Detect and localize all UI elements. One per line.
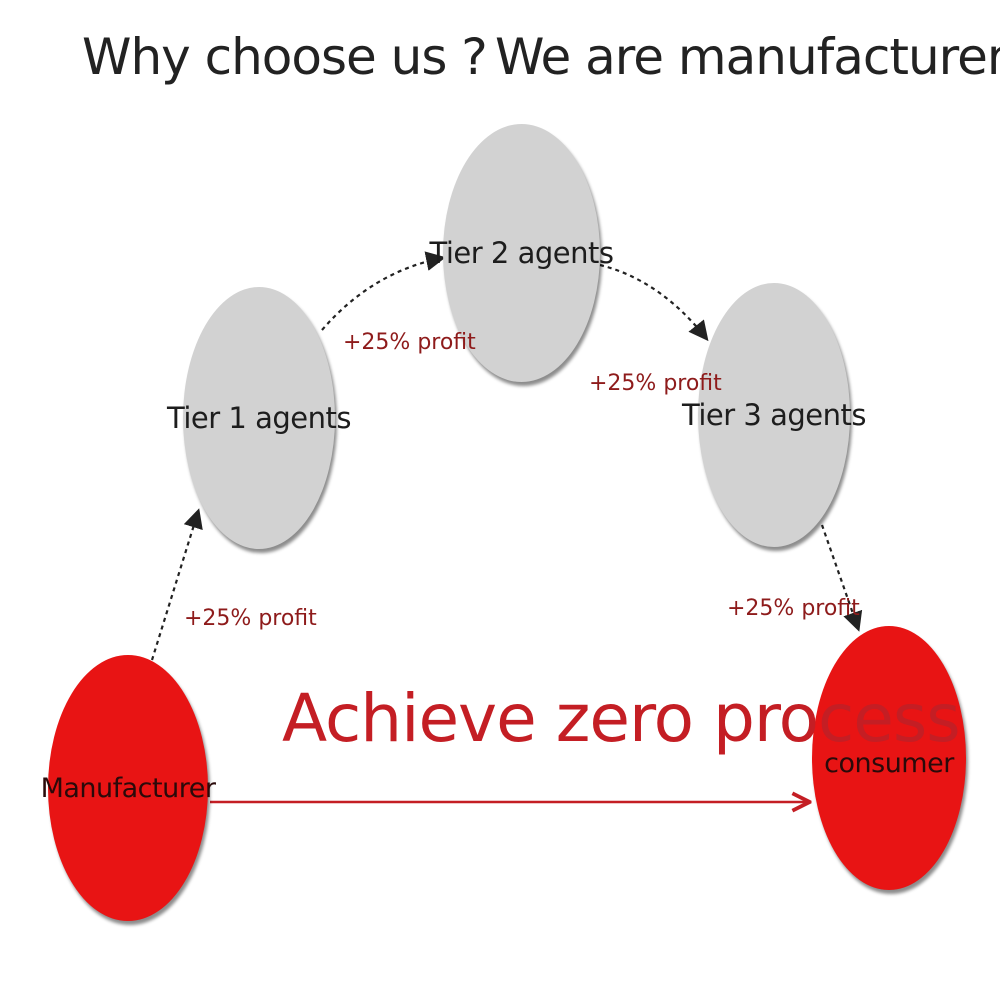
arrow-tier3-to-consumer [820,524,863,632]
node-tier2-label: Tier 2 agents [429,236,614,270]
node-manufacturer: Manufacturer [41,655,216,921]
node-tier1-label: Tier 1 agents [167,401,351,435]
arrow-tier2-to-tier3 [599,263,709,342]
direct-route-label: Achieve zero process [282,680,961,757]
node-consumer-label: consumer [824,748,954,779]
headline-why-choose-us: Why choose us ? [82,28,488,86]
profit-label-tier1-tier2: +25% profit [343,330,476,355]
headline-we-are-manufacturers: We are manufacturers [495,28,1000,86]
node-consumer: consumer [812,626,966,890]
node-tier2-agents: Tier 2 agents [430,124,614,382]
node-tier3-agents: Tier 3 agents [682,283,866,547]
profit-label-tier3-consumer: +25% profit [727,596,860,621]
profit-label-manufacturer-tier1: +25% profit [184,606,317,631]
profit-label-tier2-tier3: +25% profit [589,371,722,396]
node-tier1-agents: Tier 1 agents [167,287,351,549]
node-manufacturer-label: Manufacturer [40,772,216,804]
node-tier3-label: Tier 3 agents [682,398,866,432]
arrow-tier1-to-tier2 [321,251,446,331]
arrow-manufacturer-to-tier1 [150,508,203,661]
